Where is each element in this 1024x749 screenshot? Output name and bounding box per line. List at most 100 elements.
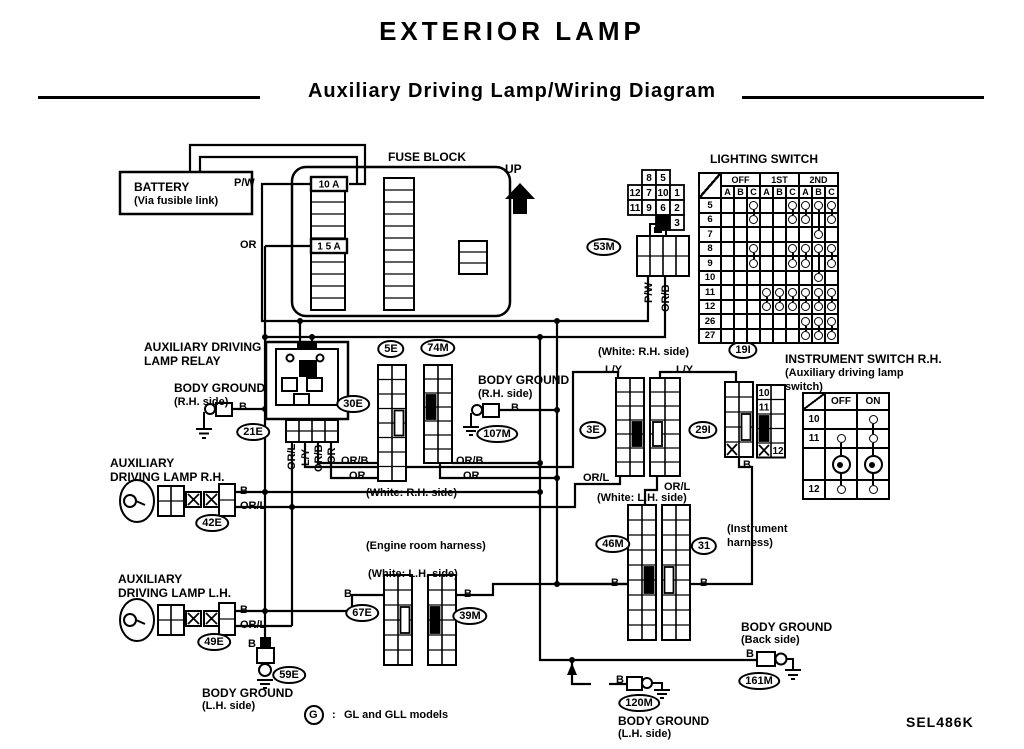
svg-text:1 5 A: 1 5 A xyxy=(317,242,341,253)
switch-table-cell xyxy=(825,241,838,256)
wire-label: BODY GROUND xyxy=(174,381,266,395)
lamp-lh-x2 xyxy=(203,610,220,627)
wire-label: AUXILIARY xyxy=(110,456,175,470)
switch-table-cell xyxy=(799,285,812,300)
wire-label: BODY GROUND xyxy=(618,714,710,728)
switch-table-cell xyxy=(773,328,786,343)
svg-text:10: 10 xyxy=(758,388,770,399)
switch-table-cell xyxy=(803,448,825,480)
switch-table-cell xyxy=(857,429,889,448)
wire-label: P/W xyxy=(234,177,255,189)
switch-table-cell xyxy=(747,241,760,256)
wire-label: DRIVING LAMP R.H. xyxy=(110,470,225,484)
switch-table-cell xyxy=(699,173,721,198)
switch-table-cell xyxy=(747,270,760,285)
ground-161m xyxy=(756,651,801,680)
switch-table-cell xyxy=(825,448,857,480)
wire-label: OR/L xyxy=(240,500,267,512)
wire-label: OR/L xyxy=(664,481,691,493)
switch-table-cell xyxy=(812,212,825,227)
switch-table-cell xyxy=(812,299,825,314)
switch-table-cell xyxy=(825,227,838,242)
switch-table-cell xyxy=(825,212,838,227)
gl-model-circle xyxy=(304,705,324,725)
ground-120m xyxy=(626,676,670,699)
connector-ref-oval: 42E xyxy=(195,514,229,532)
switch-table-cell xyxy=(786,270,799,285)
switch-table-cell: 12 xyxy=(699,299,721,314)
switch-table-cell xyxy=(721,256,734,271)
wire-label: (Back side) xyxy=(741,634,800,646)
wire-label: LIGHTING SWITCH xyxy=(710,152,818,166)
connector-ref-oval: 120M xyxy=(618,694,660,712)
connector-ref-oval: 39M xyxy=(452,607,488,625)
switch-table-cell xyxy=(773,285,786,300)
switch-table-cell xyxy=(760,256,773,271)
switch-table-cell xyxy=(812,198,825,213)
svg-text:7: 7 xyxy=(646,188,652,199)
connector-ref-oval: 46M xyxy=(595,535,631,553)
wire-label: (Auxiliary driving lamp xyxy=(785,367,904,379)
switch-table-cell: 9 xyxy=(699,256,721,271)
wire-label: (L.H. side) xyxy=(202,700,256,712)
wire-label: P/W xyxy=(643,282,655,303)
switch-table-cell xyxy=(803,393,825,410)
switch-table-cell: 10 xyxy=(803,410,825,429)
switch-table-cell xyxy=(773,256,786,271)
wire-label: L/Y xyxy=(605,364,623,376)
wire-label: UP xyxy=(505,162,522,176)
connector-29i xyxy=(649,377,681,477)
wire-label: B xyxy=(611,577,619,589)
svg-text:6: 6 xyxy=(660,203,666,214)
switch-table-cell xyxy=(760,285,773,300)
switch-table-cell xyxy=(825,328,838,343)
switch-table-cell xyxy=(773,212,786,227)
switch-table-cell xyxy=(799,227,812,242)
switch-table-cell: 11 xyxy=(803,429,825,448)
switch-table-cell xyxy=(747,198,760,213)
svg-text:11: 11 xyxy=(630,203,641,214)
svg-text:8: 8 xyxy=(646,173,652,184)
wire-label: (R.H. side) xyxy=(478,388,533,400)
switch-table-cell xyxy=(799,198,812,213)
switch-table-cell xyxy=(786,314,799,329)
relay-internal xyxy=(264,340,350,421)
connector-relay xyxy=(285,419,339,443)
wire-label: OR/L xyxy=(240,619,267,631)
wire-label: OR xyxy=(463,470,480,482)
switch-table-cell xyxy=(799,270,812,285)
wire-label: OR xyxy=(349,470,366,482)
figure-code: SEL486K xyxy=(906,714,974,730)
wire-label: (L.H. side) xyxy=(618,728,672,740)
switch-table-cell: C xyxy=(825,186,838,198)
switch-table-cell xyxy=(812,256,825,271)
switch-table-cell xyxy=(721,212,734,227)
switch-table-cell xyxy=(734,198,747,213)
switch-table-cell xyxy=(799,314,812,329)
svg-text:10 A: 10 A xyxy=(319,180,340,191)
connector-5e xyxy=(377,364,407,482)
wire-label: (White: L.H. side) xyxy=(368,568,458,580)
switch-table-cell xyxy=(825,314,838,329)
switch-table-cell: B xyxy=(812,186,825,198)
svg-text:3: 3 xyxy=(674,218,680,229)
wire-label: FUSE BLOCK xyxy=(388,150,466,164)
switch-table-cell xyxy=(786,256,799,271)
switch-table-cell xyxy=(734,299,747,314)
subtitle-rule-left xyxy=(38,96,260,99)
switch-table-cell xyxy=(747,285,760,300)
wire-label: LAMP RELAY xyxy=(144,354,221,368)
switch-table-cell xyxy=(799,299,812,314)
lamp-rh-socket xyxy=(157,485,185,517)
battery-box xyxy=(118,170,254,216)
switch-table-cell xyxy=(747,256,760,271)
connector-ref-oval: 74M xyxy=(420,339,456,357)
wire-label: switch) xyxy=(785,381,823,393)
switch-table-cell xyxy=(734,212,747,227)
wire-label: B xyxy=(240,604,248,616)
connector-ref-oval: 30E xyxy=(336,395,370,413)
